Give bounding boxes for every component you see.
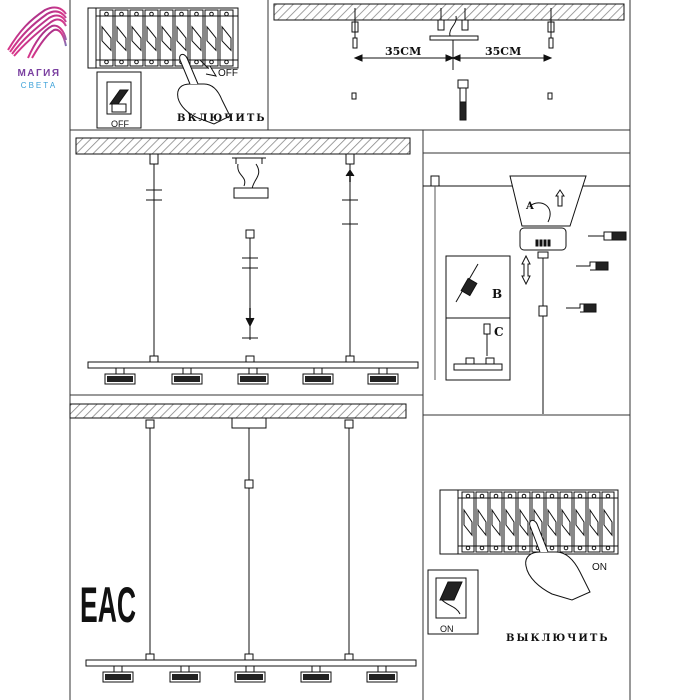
step-a-label: A xyxy=(525,201,534,212)
eac-text: EAC xyxy=(80,577,136,633)
turn-off-caption: ВЫКЛЮЧИТЬ xyxy=(506,633,610,644)
hand-pointer-icon-2 xyxy=(525,519,591,601)
logo-wave-icon xyxy=(7,6,67,59)
brand-logo: МАГИЯ СВЕТА xyxy=(7,6,67,90)
panel-frame xyxy=(69,0,631,700)
dimension-left: 35СМ xyxy=(385,45,421,58)
breaker-panel-on xyxy=(87,7,239,69)
lamp-adjust-view xyxy=(75,137,419,385)
breaker-module xyxy=(114,9,129,67)
breaker-module xyxy=(204,9,219,67)
breaker-module xyxy=(475,491,489,553)
breaker-module xyxy=(144,9,159,67)
switch-off-icon xyxy=(96,71,142,129)
breaker-module xyxy=(559,491,573,553)
wiring-detail-view xyxy=(423,175,630,414)
breaker-module xyxy=(159,9,174,67)
lamp-head xyxy=(234,665,266,683)
breaker-module xyxy=(601,491,615,553)
brand-name: МАГИЯ xyxy=(17,68,60,79)
lamp-head xyxy=(104,367,136,385)
breaker-panel-off xyxy=(439,489,619,555)
breaker-module xyxy=(503,491,517,553)
off-label: OFF xyxy=(218,68,238,79)
breaker-module xyxy=(129,9,144,67)
lamp-installed-view xyxy=(69,403,417,683)
breaker-module xyxy=(174,9,189,67)
switch-on-label: ON xyxy=(440,624,454,634)
ceiling-dimension-view: 35СМ 35СМ xyxy=(273,3,625,121)
brand-sub: СВЕТА xyxy=(21,81,57,90)
breaker-module xyxy=(219,9,234,67)
eac-certification-mark: EAC xyxy=(80,577,136,633)
on-label: ON xyxy=(592,562,607,573)
lamp-head xyxy=(237,367,269,385)
breaker-module xyxy=(489,491,503,553)
breaker-module xyxy=(99,9,114,67)
lamp-head xyxy=(366,665,398,683)
switch-off-label: OFF xyxy=(111,119,129,129)
breaker-module xyxy=(573,491,587,553)
switch-on-icon xyxy=(427,569,479,635)
step-b-label: B xyxy=(492,287,502,301)
lamp-head xyxy=(300,665,332,683)
lamp-head xyxy=(171,367,203,385)
breaker-module xyxy=(545,491,559,553)
dimension-right: 35СМ xyxy=(485,45,521,58)
turn-on-caption: ВКЛЮЧИТЬ xyxy=(177,113,267,124)
breaker-module xyxy=(461,491,475,553)
lamp-head xyxy=(302,367,334,385)
lamp-head xyxy=(169,665,201,683)
breaker-module xyxy=(189,9,204,67)
hand-pointer-icon xyxy=(177,53,231,125)
breaker-module xyxy=(587,491,601,553)
breaker-module xyxy=(517,491,531,553)
step-c-label: C xyxy=(494,325,504,339)
lamp-head xyxy=(102,665,134,683)
lamp-head xyxy=(367,367,399,385)
